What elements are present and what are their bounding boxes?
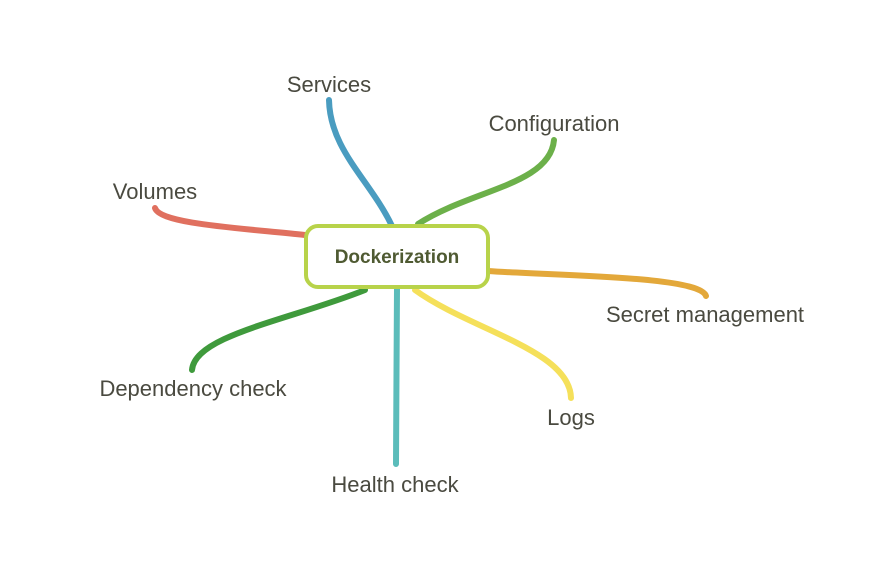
- center-topic[interactable]: Dockerization: [304, 224, 490, 289]
- center-topic-box: [304, 224, 490, 289]
- branch-line-volumes: [152, 205, 308, 238]
- branch-label-logs[interactable]: Logs: [547, 405, 595, 430]
- branch-label-configuration[interactable]: Configuration: [489, 111, 620, 136]
- branch-label-volumes[interactable]: Volumes: [113, 179, 197, 204]
- branch-line-logs: [412, 287, 574, 401]
- branch-label-health-check[interactable]: Health check: [331, 472, 459, 497]
- branch-line-configuration: [415, 137, 557, 227]
- branch-line-health-check: [393, 285, 400, 467]
- branch-label-secret-management[interactable]: Secret management: [606, 302, 804, 327]
- branch-label-dependency-check[interactable]: Dependency check: [99, 376, 287, 401]
- branch-line-secret-management: [485, 268, 709, 299]
- branch-line-services: [326, 97, 395, 229]
- branch-label-services[interactable]: Services: [287, 72, 371, 97]
- center-topic-label: Dockerization: [335, 247, 460, 268]
- branch-line-dependency-check: [189, 287, 368, 373]
